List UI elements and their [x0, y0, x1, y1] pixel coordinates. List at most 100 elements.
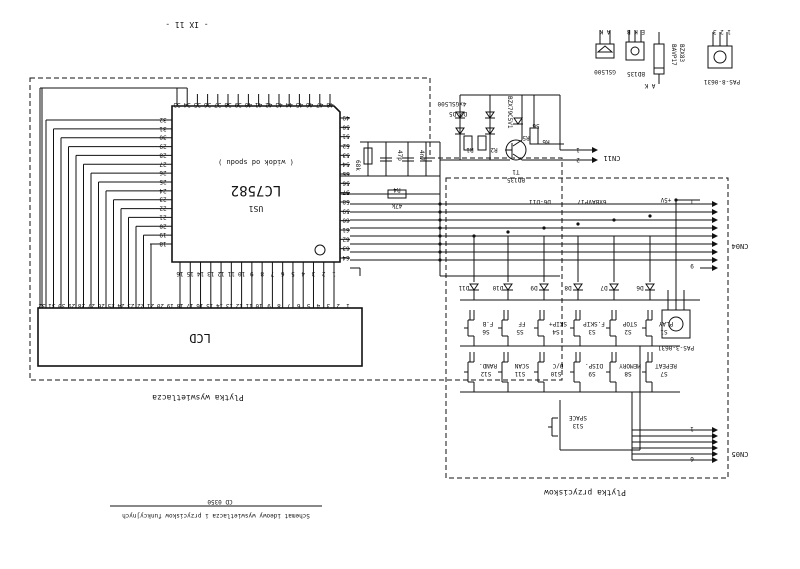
diode-D10: D10: [492, 284, 503, 291]
legend-transistor: [625, 30, 645, 61]
led-transistor-block: [439, 94, 582, 176]
r6-label: R6: [542, 138, 550, 145]
chip-bottom-pin-11: 11: [227, 270, 235, 277]
chip-bottom-pin-5: 5: [291, 270, 295, 277]
diode-bank-refs: D6-D11: [529, 198, 551, 205]
chip-top-pin-35: 35: [193, 101, 201, 108]
s13-ref: S13: [572, 422, 583, 429]
button-ref-S9: S9: [588, 370, 596, 377]
chip-left-pin-22: 22: [159, 205, 167, 212]
button-func-S7: REPEAT: [655, 362, 677, 369]
r4-label: R4: [393, 186, 401, 193]
cn11-connector: [582, 147, 598, 163]
button-func-S2: STOP: [622, 320, 637, 327]
chip-left-pin-31: 31: [159, 125, 167, 132]
button-ref-S1: S1: [660, 328, 668, 335]
lcd-pin-26: 26: [97, 302, 105, 309]
transistor-type: BD135: [507, 176, 525, 183]
r1-label: R1: [466, 146, 474, 153]
button-ref-S8: S8: [624, 370, 632, 377]
button-func-S3: F.SKIP: [583, 320, 605, 327]
chip-top-pin-33: 33: [173, 101, 181, 108]
chip-bottom-pin-1: 1: [332, 270, 336, 277]
cn05-pin-last: 6: [690, 455, 694, 462]
button-ref-S5: S5: [516, 328, 524, 335]
legend-transistor-pins: E K B: [627, 28, 645, 35]
chip-left-pin-18: 18: [159, 240, 167, 247]
cn05-pin-first: 1: [690, 425, 694, 432]
display-board-outline: [29, 77, 563, 381]
chip-right-pin-55: 55: [342, 170, 350, 177]
chip-bottom-pin-10: 10: [238, 270, 246, 277]
c3-value: 4n7: [418, 150, 425, 161]
lcd-pin-10: 10: [255, 302, 263, 309]
chip-top-pin-47: 47: [316, 101, 324, 108]
r5-value: 56: [532, 122, 540, 129]
lcd-body: [37, 307, 363, 367]
button-ref-S12: S12: [480, 370, 491, 377]
chip-right-pin-58: 58: [342, 198, 350, 205]
chip-left-pin-29: 29: [159, 143, 167, 150]
lcd-pin-3: 3: [326, 302, 330, 309]
display-board-label: Plytka wyswietlacza: [152, 393, 244, 402]
chip-bottom-pin-6: 6: [280, 270, 284, 277]
chip-top-pin-34: 34: [183, 101, 191, 108]
lcd-pin-4: 4: [316, 302, 320, 309]
cn11-label: CN11: [604, 154, 621, 162]
lcd-pin-6: 6: [296, 302, 300, 309]
legend-led-name: GSL500: [594, 68, 616, 75]
chip-top-pin-38: 38: [224, 101, 232, 108]
chip-right-pin-53: 53: [342, 151, 350, 158]
chip-name: LC7582: [231, 182, 282, 198]
lcd-pin-5: 5: [306, 302, 310, 309]
lcd-label: LCD: [189, 331, 211, 345]
chip-right-pin-54: 54: [342, 161, 350, 168]
lcd-pin-22: 22: [137, 302, 145, 309]
chip-pin1-marker: [314, 244, 326, 256]
chip-right-pin-51: 51: [342, 133, 350, 140]
legend-sensor: [707, 32, 733, 69]
legend-transistor-name: BD135: [627, 70, 645, 77]
chip-left-pin-23: 23: [159, 196, 167, 203]
chip-right-pin-50: 50: [342, 123, 350, 130]
caption-code: CD 0350: [207, 498, 233, 505]
chip-ref: US1: [249, 204, 264, 213]
diode-D6: D6: [636, 284, 644, 291]
button-func-S1: PLAY: [658, 320, 673, 327]
button-func-S10: D/C: [552, 362, 563, 369]
button-ref-S4: S4: [552, 328, 560, 335]
chip-right-pin-56: 56: [342, 179, 350, 186]
chip-left-pin-28: 28: [159, 151, 167, 158]
lcd-pin-8: 8: [277, 302, 281, 309]
r4-value: 47k: [391, 202, 402, 209]
r5-label: R5: [522, 134, 530, 141]
chip-left-pin-26: 26: [159, 169, 167, 176]
chip-view-note: ( widok od spodu ): [218, 158, 294, 166]
lcd-pin-15: 15: [206, 302, 214, 309]
chip-bottom-pin-4: 4: [301, 270, 305, 277]
led-type: 4xGSL500: [437, 100, 466, 107]
chip-bottom-pin-15: 15: [186, 270, 194, 277]
chip-left-pin-24: 24: [159, 187, 167, 194]
chip-bottom-pin-9: 9: [250, 270, 254, 277]
caption-title: Schemat ideowy wyswietlacza i przyciskow…: [122, 512, 310, 519]
legend-diode-pins: A K: [644, 82, 655, 89]
legend-diode: [653, 32, 665, 84]
chip-right-pin-52: 52: [342, 142, 350, 149]
lcd-pin-13: 13: [226, 302, 234, 309]
button-func-S12: RAND.: [479, 362, 497, 369]
buttons-board-label: Plytka przyciskow: [544, 488, 626, 497]
button-func-S4: SKIP+: [549, 320, 567, 327]
lcd-pin-23: 23: [127, 302, 135, 309]
legend-diode-2: BZX83: [678, 44, 685, 62]
chip-top-pin-45: 45: [295, 101, 303, 108]
cn05-connector: 16: [631, 346, 718, 463]
lcd-pin-11: 11: [245, 302, 253, 309]
diode-D9: D9: [530, 284, 538, 291]
button-ref-S11: S11: [514, 370, 525, 377]
